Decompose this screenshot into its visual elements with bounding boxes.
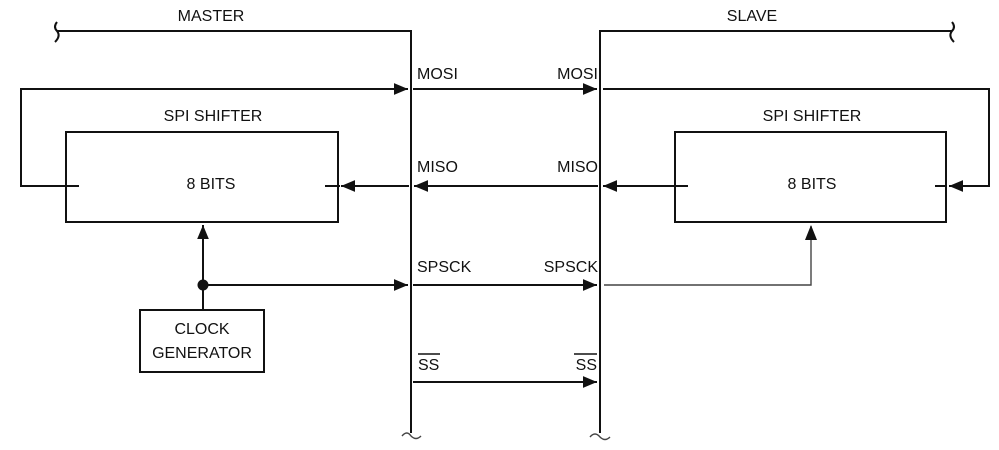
break-mark [54, 21, 60, 43]
master-title: MASTER [178, 8, 245, 25]
slave-shifter-title: SPI SHIFTER [763, 108, 862, 125]
spsck-label-slave: SPSCK [544, 259, 599, 276]
slave-clock-arrow [805, 225, 817, 240]
slave-mosi-loop [603, 88, 990, 192]
miso-label-master: MISO [417, 159, 458, 176]
spsck-label-master: SPSCK [417, 259, 472, 276]
clock-generator-line2: GENERATOR [152, 345, 252, 362]
master-shifter-title: SPI SHIFTER [164, 108, 263, 125]
clock-generator-line1: CLOCK [174, 321, 229, 338]
spsck-signal [197, 225, 817, 310]
slave-shifter-box [674, 131, 947, 223]
break-mark [589, 433, 611, 441]
master-boundary [54, 21, 422, 440]
break-mark [949, 21, 955, 43]
master-shifter-box [65, 131, 339, 223]
ss-label-master: SS [418, 357, 439, 374]
master-shifter-content: 8 BITS [187, 176, 236, 193]
ss-label-slave: SS [576, 357, 597, 374]
master-mosi-loop [20, 83, 408, 187]
miso-label-slave: MISO [557, 159, 598, 176]
junction-dot [197, 279, 209, 291]
break-mark [401, 432, 422, 440]
clock-generator-box [139, 309, 265, 373]
slave-boundary [589, 21, 955, 441]
mosi-label-master: MOSI [417, 66, 458, 83]
slave-title: SLAVE [727, 8, 777, 25]
slave-shifter-content: 8 BITS [788, 176, 837, 193]
slave-clock-line [604, 226, 812, 286]
mosi-signal [20, 83, 990, 192]
mosi-label-slave: MOSI [557, 66, 598, 83]
